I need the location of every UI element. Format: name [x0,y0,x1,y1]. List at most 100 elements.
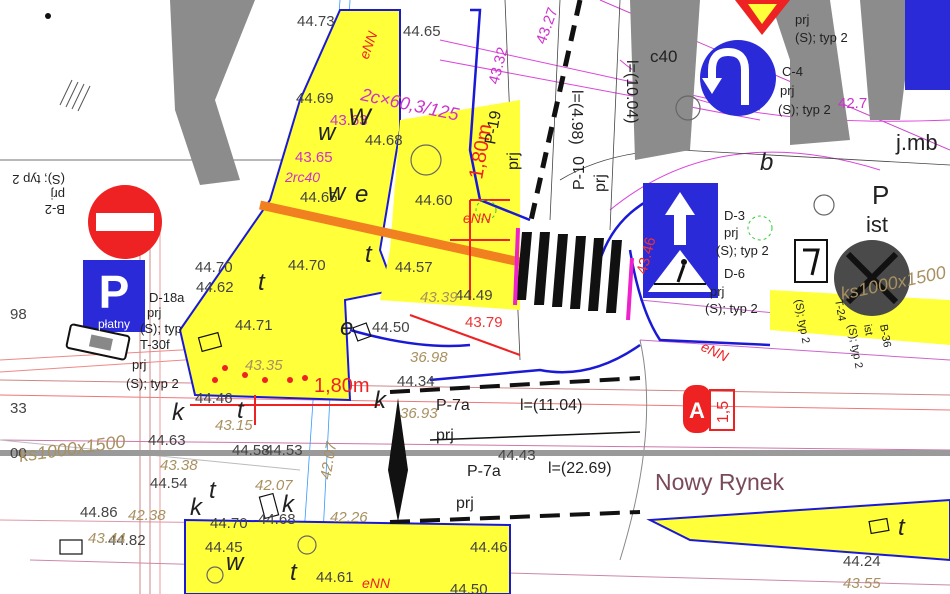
dimension-lines [190,199,521,425]
svg-text:W: W [348,104,373,131]
sign-code: c40 [650,47,677,66]
sign-code: prj [147,305,162,320]
elev: 43.63 [330,112,368,129]
green-circle-right [747,215,773,241]
sign-code: (S); typ 2 [795,30,848,45]
survey-glyphs: w W w e t t e k t k t k k w t b t [172,104,906,586]
elev: 44.69 [296,90,334,107]
elev: 44.46 [470,539,508,556]
tree-circles [206,95,835,584]
svg-text:k: k [282,491,296,518]
elev: 44.65 [300,189,338,206]
sign-code: prj [710,284,725,299]
elev: 43.15 [215,417,253,434]
sign-code: prj [50,187,65,202]
elev: 44.45 [205,539,243,556]
b2-label-group: B-2 prj (S); typ 2 [12,172,65,217]
sign-code: prj [592,174,609,192]
elev: 43.39 [420,289,458,306]
pedestrian-crossing [516,232,622,313]
elev: 44.70 [210,515,248,532]
no-entry-sign-icon [88,185,162,259]
elev: 33 [10,400,27,417]
pipe-label: 2rc40 [284,169,320,185]
parking-paid-label: płatny [98,317,130,331]
elev: 43.27 [533,5,562,46]
sign-code: (S); typ [140,321,182,336]
weight-sign-value: 1,5 [715,401,732,423]
sign-code: prj [780,83,795,98]
place-name: Nowy Rynek [655,469,785,495]
yield-sign-icon [735,0,790,35]
enn-label: eNN [362,575,391,591]
sign-code: (S); typ 2 [705,301,758,316]
svg-text:k: k [172,399,186,426]
elev: 44.71 [235,317,273,334]
elev: 44.61 [316,569,354,586]
elev: 44.60 [415,192,453,209]
elev: 44.49 [455,287,493,304]
sign-code: l=(11.04) [520,397,582,414]
elev: 44.86 [80,504,118,521]
sign-code: C-4 [782,64,803,79]
elev: 44.34 [397,373,435,390]
elev: 42.07 [255,477,293,494]
supplementary-sign-icon [794,239,828,283]
elev: 43.44 [88,530,126,547]
sign-code: l=(22.69) [548,460,612,477]
elev: 44.68 [365,132,403,149]
hatch-marks [59,79,91,112]
sign-code: (S); typ 2 [126,376,179,391]
elev: 00 [10,445,27,462]
elev: 44.70 [288,257,326,274]
elev: 43.38 [160,457,198,474]
elev: 44.82 [108,532,146,549]
sign-code: prj [724,225,739,240]
elev: 42.26 [330,509,368,526]
dimension-label: 1,80m [314,375,370,397]
ist-label: ist [866,212,888,237]
svg-text:e: e [340,314,353,341]
elev: 44.53 [265,442,303,459]
elev: 44.50 [450,581,488,594]
red-dots [212,365,308,383]
svg-text:k: k [374,387,388,414]
cable-label: ks1000x1500 [18,431,127,466]
sign-code: B-36 [877,323,893,348]
orange-strip [259,200,521,267]
elev: 44.50 [372,319,410,336]
elev: 44.63 [148,432,186,449]
mandatory-turn-sign-icon [700,40,776,116]
small-rectangles [59,322,890,555]
blue-sign-fragment-icon [905,0,950,90]
elev: 44.57 [395,259,433,276]
sign-code: B-2 [45,202,65,217]
elev: 44.46 [195,390,233,407]
elev: 44.62 [196,279,234,296]
sign-code: prj [132,357,147,372]
sign-code: prj [436,427,454,444]
sign-code: D-18a [149,290,185,305]
enn-label: eNN [463,210,492,226]
crossing-edge-right [626,257,634,321]
elev: 42.38 [128,507,166,524]
elev: 44.54 [150,475,188,492]
olive-elevation-labels: 43.39 43.35 36.98 36.93 43.15 43.38 42.0… [88,289,881,592]
green-circle [475,199,497,221]
sign-code: j.mb [895,130,938,155]
svg-text:w: w [226,549,245,576]
parking-letter-right: P [872,180,889,210]
elev: 42.07 [317,440,340,481]
parking-letter: P [99,266,130,318]
sign-code: P-10 [571,156,588,190]
median-arrow [388,398,408,522]
svg-text:t: t [365,241,373,268]
parking-sign-icon [83,260,145,332]
sign-code-labels: P-10 prj prj l=(4.98) l=(10.04) P-19 c40… [126,12,938,512]
elev: 44.68 [258,511,296,528]
elev: 43.55 [843,575,881,592]
sign-code: l=(4.98) [568,90,585,145]
pedestrian-crossing-sign-icon [643,183,718,298]
sign-code: P-7a [467,463,501,480]
